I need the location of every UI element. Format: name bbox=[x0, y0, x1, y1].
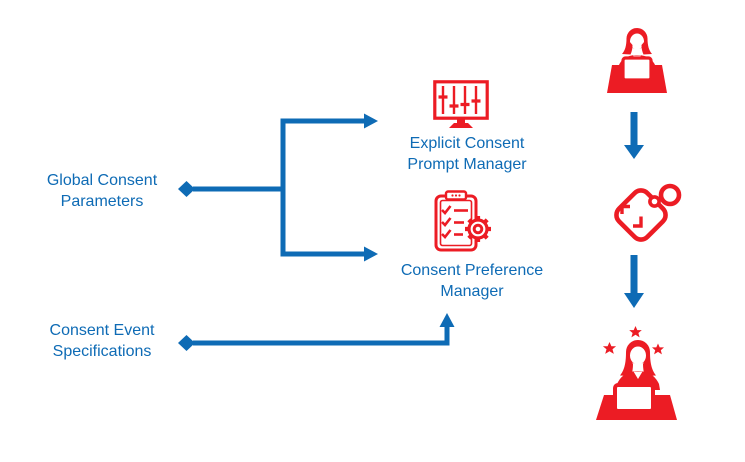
stars bbox=[602, 326, 664, 355]
arrowhead-up-to-preference-manager bbox=[439, 313, 455, 327]
label-global-consent-parameters: Global Consent Parameters bbox=[18, 170, 186, 212]
label-line: Specifications bbox=[52, 343, 152, 360]
label-line: Explicit Consent bbox=[409, 135, 525, 152]
arrowhead-to-preference-manager bbox=[364, 246, 378, 262]
label-line: Consent Event bbox=[49, 322, 155, 339]
flow-arrow-2-head bbox=[624, 293, 644, 308]
gear bbox=[465, 216, 491, 242]
price-tag-icon bbox=[614, 183, 682, 242]
delighted-user-at-laptop-icon bbox=[596, 326, 677, 420]
diamond-event-specifications bbox=[178, 335, 195, 351]
label-consent-preference-manager: Consent Preference Manager bbox=[379, 260, 565, 302]
connector-event-specifications bbox=[193, 324, 450, 346]
arrowhead-to-prompt-manager bbox=[364, 113, 378, 129]
label-line: Parameters bbox=[60, 193, 144, 210]
label-explicit-consent-prompt-manager: Explicit Consent Prompt Manager bbox=[374, 133, 560, 175]
settings-sliders-monitor-icon bbox=[433, 80, 489, 128]
checklist-gear-icon bbox=[434, 190, 491, 252]
label-consent-event-specifications: Consent Event Specifications bbox=[18, 320, 186, 362]
label-line: Prompt Manager bbox=[407, 156, 527, 173]
label-line: Global Consent bbox=[46, 172, 158, 189]
label-line: Manager bbox=[440, 283, 504, 300]
user-at-laptop-icon bbox=[607, 28, 667, 93]
flow-arrow-1-head bbox=[624, 145, 644, 159]
diamond-global-parameters bbox=[178, 181, 195, 197]
label-line: Consent Preference bbox=[400, 262, 544, 279]
